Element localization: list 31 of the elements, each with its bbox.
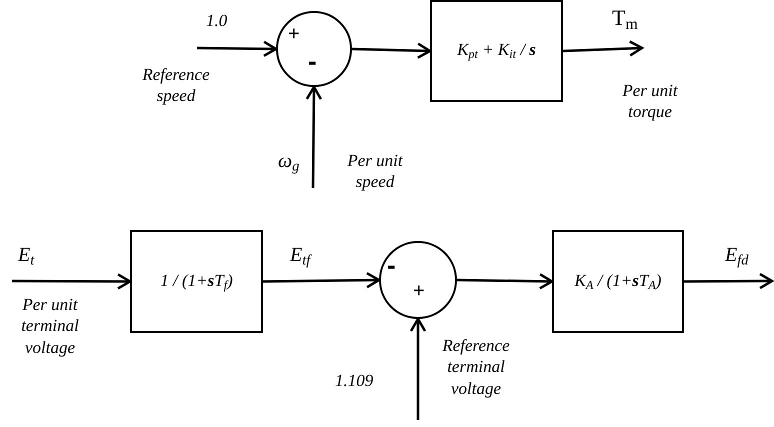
arrow [12, 273, 132, 290]
signal-label: 1.109 [335, 372, 374, 391]
signal-label: E$_{fd}$ [725, 244, 748, 270]
signal-label: ω$_{g}$ [278, 150, 300, 176]
transfer-function-block [430, 0, 563, 102]
arrow [456, 273, 554, 290]
sign-symbol: - [387, 252, 396, 278]
sign-symbol: + [413, 281, 425, 301]
signal-description: Reference speed [141, 64, 211, 106]
arrow [410, 318, 426, 420]
signal-description: Reference terminal voltage [441, 335, 511, 399]
signal-description: Per unit torque [621, 80, 679, 122]
transfer-function: 1 / (1+sT$_{f}$) [159, 270, 234, 293]
arrow [306, 86, 322, 188]
arrow [352, 42, 432, 59]
arrow [684, 272, 774, 290]
sign-symbol: - [308, 48, 317, 74]
transfer-function: K$_{pt}$ + K$_{it}$ / s [456, 40, 537, 62]
signal-description: Per unit terminal voltage [20, 294, 80, 358]
signal-label: E$_{tf}$ [290, 244, 310, 270]
signal-label: T$_{m}$ [612, 6, 638, 34]
arrow [262, 272, 380, 288]
transfer-function-block [130, 230, 263, 333]
transfer-function-block [552, 230, 684, 333]
transfer-function: K$_{A}$ / (1+sT$_{A}$) [573, 270, 662, 293]
sign-symbol: + [288, 24, 300, 44]
arrow [562, 40, 644, 57]
signal-label: E$_{t}$ [18, 244, 34, 270]
signal-description: Per unit speed [346, 150, 404, 192]
signal-label: 1.0 [206, 12, 228, 31]
arrow [196, 40, 278, 58]
